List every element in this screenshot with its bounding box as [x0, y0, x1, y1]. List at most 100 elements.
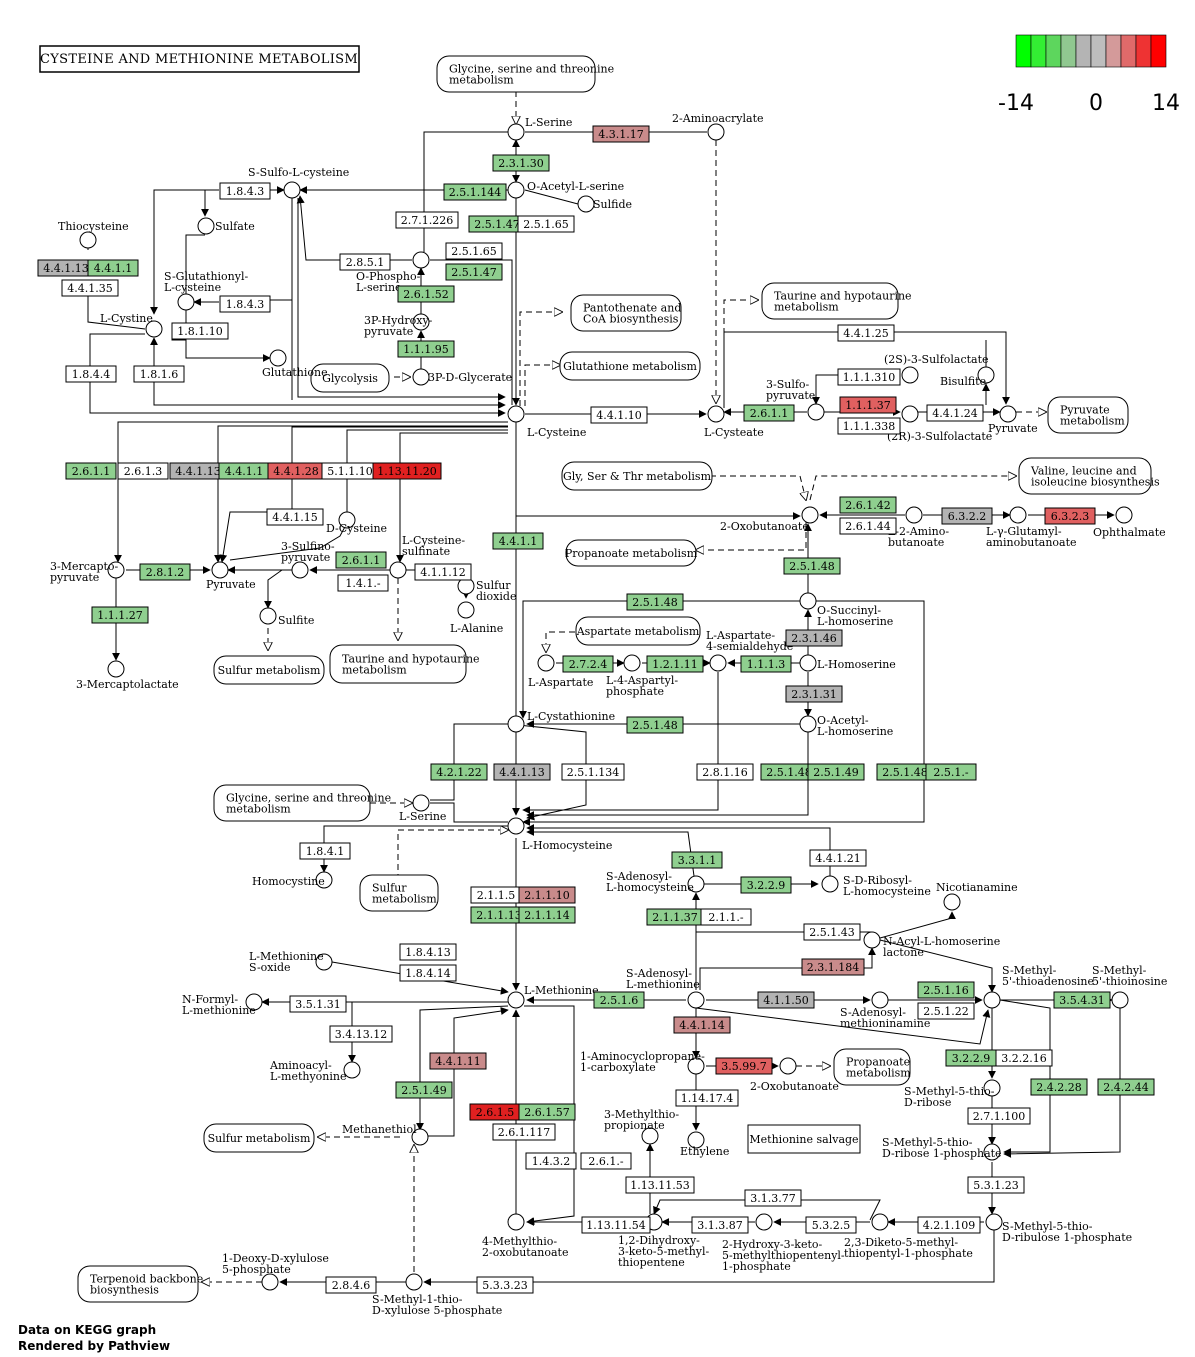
enzyme-box[interactable]: 3.5.99.7	[715, 1057, 773, 1075]
compound-node[interactable]: Aminoacyl-L-methyonine	[269, 1059, 361, 1083]
compound-node[interactable]: L-Serine	[507, 116, 572, 141]
enzyme-box[interactable]: 4.4.1.1	[87, 259, 139, 277]
enzyme-box[interactable]: 3.2.2.16	[995, 1049, 1053, 1067]
pathway-map-link[interactable]: Aspartate metabolism	[575, 616, 701, 646]
enzyme-box[interactable]: 2.4.2.44	[1097, 1078, 1155, 1096]
enzyme-box[interactable]: 4.4.1.24	[926, 404, 984, 422]
compound-node[interactable]: 3-Sulfino-pyruvate	[281, 540, 335, 579]
compound-node[interactable]: 1,2-Dihydroxy-3-keto-5-methyl-thiopenten…	[618, 1213, 710, 1269]
compound-node[interactable]: 1-Aminocyclopropane-1-carboxylate	[580, 1050, 705, 1075]
enzyme-box[interactable]: 2.6.1.117	[492, 1123, 556, 1141]
enzyme-box[interactable]: 6.3.2.2	[941, 507, 993, 525]
compound-node[interactable]: L-Aspartate-4-semialdehyde	[706, 629, 793, 672]
enzyme-box[interactable]: 2.6.1.52	[397, 285, 455, 303]
compound-node[interactable]: Homocystine	[252, 871, 333, 889]
enzyme-box[interactable]: 3.3.1.1	[671, 851, 723, 869]
enzyme-box[interactable]: 2.1.1.10	[518, 886, 576, 904]
enzyme-box[interactable]: 4.4.1.14	[673, 1016, 731, 1034]
enzyme-box[interactable]: 2.3.1.46	[785, 629, 843, 647]
enzyme-box[interactable]: 2.8.5.1	[339, 253, 391, 271]
enzyme-box[interactable]: 3.1.3.87	[691, 1216, 749, 1234]
enzyme-box[interactable]: 1.2.1.11	[646, 655, 704, 673]
compound-node[interactable]: 2-Hydroxy-3-keto-5-methylthiopentenyl-1-…	[722, 1213, 845, 1273]
enzyme-box[interactable]: 4.2.1.22	[430, 763, 488, 781]
enzyme-box[interactable]: 2.5.1.134	[561, 763, 625, 781]
compound-node[interactable]: (2S)-3-Sulfolactate	[884, 353, 989, 384]
enzyme-box[interactable]: 4.4.1.21	[809, 849, 867, 867]
compound-node[interactable]: L-Cysteate	[704, 405, 764, 439]
compound-node[interactable]: S-Adenosyl-L-homocysteine	[606, 870, 705, 894]
enzyme-box[interactable]: 2.7.1.100	[967, 1107, 1031, 1125]
enzyme-box[interactable]: 2.5.1.6	[593, 991, 645, 1009]
enzyme-box[interactable]: 3.2.2.9	[945, 1049, 997, 1067]
compound-node[interactable]: L-γ-Glutamyl-aminobutanoate	[986, 506, 1077, 549]
enzyme-box[interactable]: 2.1.1.-	[700, 908, 752, 926]
enzyme-box[interactable]: 2.5.1.65	[517, 215, 575, 233]
compound-node[interactable]: Pyruvate	[988, 405, 1038, 435]
compound-node[interactable]: (2R)-3-Sulfolactate	[887, 405, 992, 443]
compound-node[interactable]: S-Methyl-5-thio-D-ribulose 1-phosphate	[985, 1213, 1132, 1244]
enzyme-box[interactable]: 2.3.1.30	[492, 154, 550, 172]
pathway-map-link[interactable]: Propanoate metabolism	[565, 539, 698, 567]
compound-node[interactable]: 3P-Hydroxy-pyruvate	[364, 313, 433, 338]
enzyme-box[interactable]: 2.1.1.14	[518, 906, 576, 924]
enzyme-box[interactable]: 1.4.1.-	[337, 574, 389, 592]
enzyme-box[interactable]: 2.6.1.1	[335, 551, 387, 569]
compound-node[interactable]: L-Cysteine-sulfinate	[389, 534, 465, 579]
enzyme-box[interactable]: 1.8.4.4	[65, 365, 117, 383]
enzyme-box[interactable]: 5.3.1.23	[967, 1176, 1025, 1194]
compound-node[interactable]: Sulfite	[259, 607, 314, 627]
enzyme-box[interactable]: 2.6.1.3	[117, 462, 169, 480]
enzyme-box[interactable]: 1.1.1.37	[839, 396, 897, 414]
compound-node[interactable]: S-Methyl-5-thio-D-ribose 1-phosphate	[882, 1136, 1002, 1161]
compound-node[interactable]: L-2-Amino-butanoate	[888, 506, 949, 549]
enzyme-box[interactable]: 2.5.1.48	[783, 557, 841, 575]
enzyme-box[interactable]: 1.1.1.27	[91, 606, 149, 624]
enzyme-box[interactable]: 2.5.1.65	[445, 242, 503, 260]
compound-node[interactable]: Glutathione	[262, 349, 328, 379]
compound-node[interactable]: S-Methyl-5'-thioinosine	[1092, 964, 1167, 1009]
enzyme-box[interactable]: 2.5.1.48	[876, 763, 934, 781]
compound-node[interactable]: S-Sulfo-L-cysteine	[248, 166, 349, 199]
enzyme-box[interactable]: 2.4.2.28	[1030, 1078, 1088, 1096]
enzyme-box[interactable]: 4.2.1.109	[917, 1216, 981, 1234]
enzyme-box[interactable]: 2.5.1.47	[468, 215, 526, 233]
compound-node[interactable]: 3-Methylthio-propionate	[604, 1108, 679, 1145]
compound-node[interactable]: 2,3-Diketo-5-methyl-thiopentyl-1-phospha…	[844, 1213, 973, 1260]
compound-node[interactable]: O-Acetyl-L-serine	[507, 180, 624, 199]
enzyme-box[interactable]: 2.3.1.184	[801, 958, 865, 976]
enzyme-box[interactable]: 1.13.11.20	[372, 462, 442, 480]
enzyme-box[interactable]: 5.1.1.10	[321, 462, 379, 480]
enzyme-box[interactable]: 4.4.1.13	[493, 763, 551, 781]
compound-node[interactable]: 4-Methylthio-2-oxobutanoate	[482, 1213, 568, 1259]
enzyme-box[interactable]: 2.5.1.43	[803, 923, 861, 941]
compound-node[interactable]: L-Cystathionine	[507, 710, 615, 733]
enzyme-box[interactable]: 1.1.1.310	[837, 368, 901, 386]
compound-node[interactable]: 2-Oxobutanoate	[750, 1057, 839, 1093]
compound-node[interactable]: Ethylene	[680, 1131, 729, 1158]
compound-node[interactable]: 3P-D-Glycerate	[412, 368, 512, 386]
enzyme-box[interactable]: 1.8.4.1	[299, 842, 351, 860]
enzyme-box[interactable]: 2.7.1.226	[395, 211, 459, 229]
enzyme-box[interactable]: 1.8.4.14	[399, 964, 457, 982]
enzyme-box[interactable]: 1.8.1.6	[133, 365, 185, 383]
enzyme-box[interactable]: 2.6.1.1	[743, 404, 795, 422]
enzyme-box[interactable]: 6.3.2.3	[1044, 507, 1096, 525]
compound-node[interactable]: Sulfate	[197, 217, 255, 235]
pathway-map-link[interactable]: Glutathione metabolism	[559, 351, 701, 381]
compound-node[interactable]: Methanethiol	[342, 1123, 429, 1146]
enzyme-box[interactable]: 2.6.1.42	[839, 496, 897, 514]
compound-node[interactable]: 2-Oxobutanoate	[720, 506, 819, 533]
enzyme-box[interactable]: 1.8.4.3	[219, 295, 271, 313]
enzyme-box[interactable]: 1.1.1.338	[837, 417, 901, 435]
